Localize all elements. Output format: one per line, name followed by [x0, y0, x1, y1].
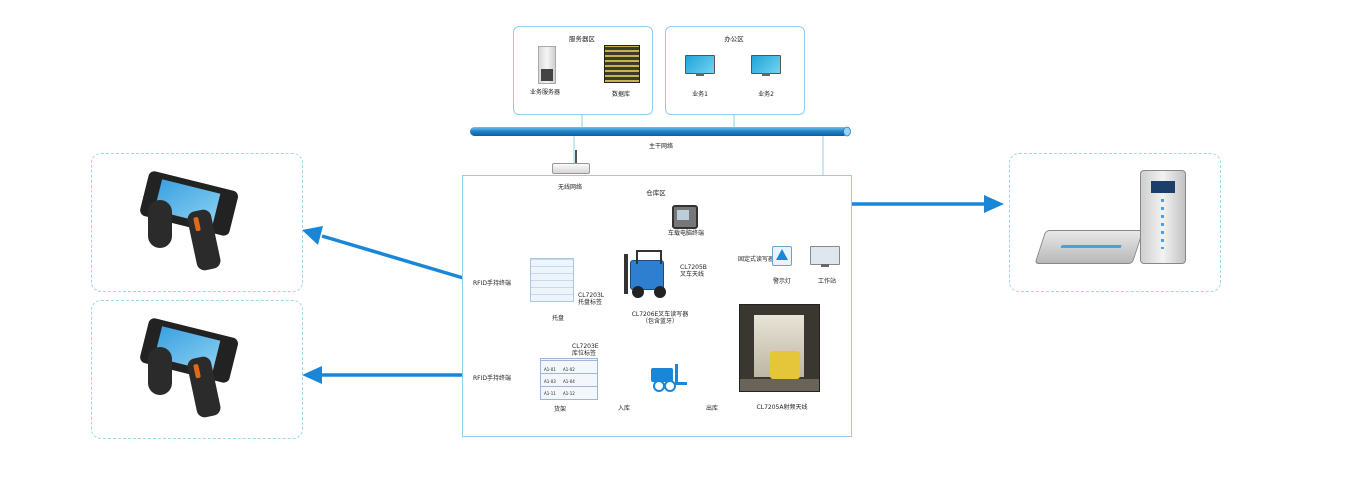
- office-zone-title: 办公区: [724, 35, 744, 43]
- handheld-reader-label-2: RFID手持终端: [473, 375, 512, 382]
- handheld-frame-1: [91, 153, 303, 292]
- warehouse-zone-title: 仓库区: [646, 189, 666, 197]
- fixed-reader-label: 固定式读写器: [738, 256, 775, 263]
- handheld-device-2-image: [138, 317, 250, 422]
- reader-frame: [1009, 153, 1221, 292]
- forklift-antenna-label: CL7205B 叉车天线: [680, 264, 707, 278]
- wireless-label: 无线网络: [557, 184, 583, 191]
- shelf-code-4: A1-04: [563, 379, 575, 384]
- router-antenna: [575, 150, 577, 163]
- backbone-label: 主干网络: [648, 143, 674, 150]
- shelf-code-5: A1-11: [544, 391, 556, 396]
- inbound-label: 入库: [617, 405, 631, 412]
- dock-door-photo: [739, 304, 820, 392]
- backbone-pipe-end: [843, 126, 851, 137]
- outbound-label: 出库: [705, 405, 719, 412]
- shelf-label: 货架: [553, 406, 567, 413]
- forklift-image: [624, 250, 680, 298]
- database-rack-icon: [604, 45, 640, 83]
- handheld-arrow-1-shaft: [321, 234, 471, 282]
- server-zone-title: 服务器区: [569, 35, 595, 43]
- door-antenna-label: CL7205A射频天线: [756, 404, 808, 411]
- forklift-icon: [651, 364, 687, 392]
- shelf-code-3: A1-03: [544, 379, 556, 384]
- handheld-arrow-1-head: [302, 226, 323, 245]
- shelf-tag-label: CL7203E 库位标签: [572, 343, 599, 357]
- office-pc2-monitor-icon: [751, 55, 781, 77]
- shelf-image: [540, 358, 598, 400]
- pallet-image: [530, 258, 574, 302]
- pallet-tag-label: CL7203L 托盘标签: [578, 292, 605, 306]
- reader-arrow-head: [984, 195, 1004, 213]
- handheld-arrow-2-head: [302, 366, 322, 384]
- shelf-code-1: A1-01: [544, 367, 556, 372]
- handheld-frame-2: [91, 300, 303, 439]
- workstation-monitor-icon: [810, 246, 840, 268]
- fixed-reader-device-image: [1034, 170, 1200, 275]
- alarm-light-label: 警示灯: [772, 278, 792, 285]
- wireless-router-icon: [552, 163, 590, 174]
- alarm-light-icon: [772, 246, 792, 266]
- workstation-label: 工作站: [817, 278, 837, 285]
- vehicle-terminal-label: 车载电脑终端: [667, 230, 705, 237]
- shelf-code-6: A1-12: [563, 391, 575, 396]
- vehicle-terminal-icon: [672, 205, 698, 229]
- shelf-code-2: A1-02: [563, 367, 575, 372]
- business-server-label: 业务服务器: [529, 89, 561, 96]
- backbone-pipe: [470, 127, 848, 136]
- office-pc1-monitor-icon: [685, 55, 715, 77]
- business-server-icon: [538, 46, 556, 84]
- database-label: 数据库: [611, 91, 631, 98]
- forklift-reader-label: CL7206E叉车读写器 （包含蓝牙）: [631, 311, 689, 325]
- handheld-device-1-image: [138, 170, 250, 275]
- pallet-label: 托盘: [551, 315, 565, 322]
- office-pc1-label: 业务1: [692, 91, 708, 98]
- handheld-reader-label-1: RFID手持终端: [473, 280, 512, 287]
- office-pc2-label: 业务2: [758, 91, 774, 98]
